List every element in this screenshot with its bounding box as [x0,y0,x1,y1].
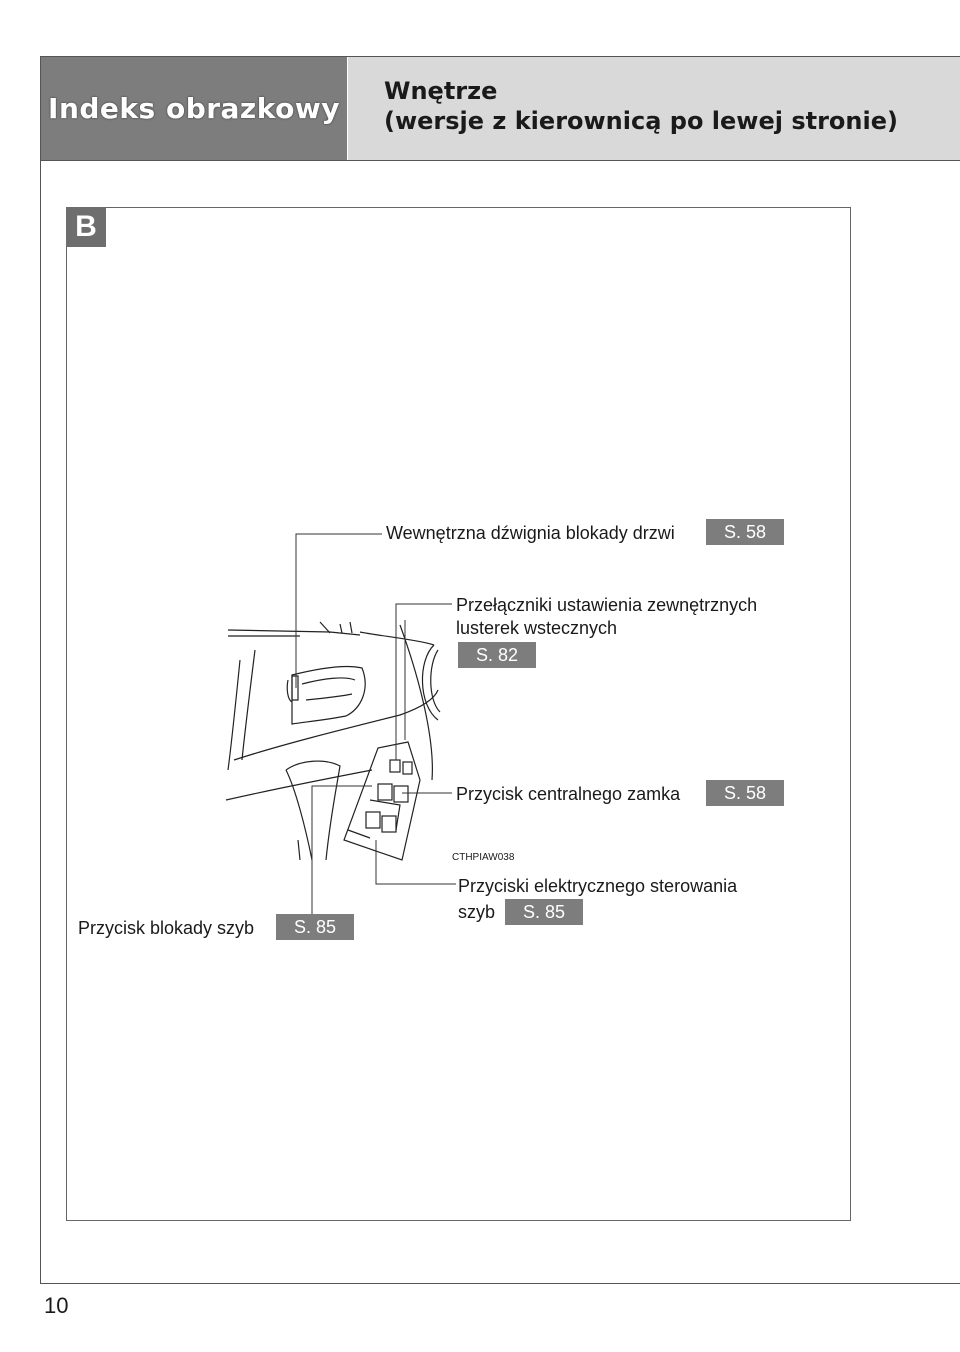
page-subheader: Wnętrze (wersje z kierownicą po lewej st… [348,57,960,160]
window-lock-page-ref[interactable]: S. 85 [276,914,354,940]
subtitle-line-1: Wnętrze [384,77,498,105]
header-divider [41,160,960,161]
mirror-switches-page-ref[interactable]: S. 82 [458,642,536,668]
central-lock-page-ref[interactable]: S. 58 [706,780,784,806]
mirror-switches-label-line-1: Przełączniki ustawienia zewnętrznych [456,595,758,615]
section-title: Indeks obrazkowy [48,92,340,125]
section-badge: B [66,207,106,247]
image-code: CTHPIAW038 [452,852,515,863]
mirror-switches-label-line-2: lusterek wstecznych [456,618,618,638]
door-lock-lever-label: Wewnętrzna dźwignia blokady drzwi [386,523,675,543]
power-windows-label-line-1: Przyciski elektrycznego sterowania [458,876,738,896]
power-windows-label-line-2: szyb [458,902,496,922]
subtitle-line-2: (wersje z kierownicą po lewej stronie) [384,107,898,135]
section-header: Indeks obrazkowy [41,57,347,160]
illustration-panel [66,207,851,1221]
central-lock-label: Przycisk centralnego zamka [456,784,681,804]
door-lock-lever-page-ref[interactable]: S. 58 [706,519,784,545]
window-lock-label: Przycisk blokady szyb [78,918,255,938]
page-frame [40,56,960,1284]
power-windows-page-ref[interactable]: S. 85 [505,899,583,925]
page-number: 10 [44,1293,69,1318]
